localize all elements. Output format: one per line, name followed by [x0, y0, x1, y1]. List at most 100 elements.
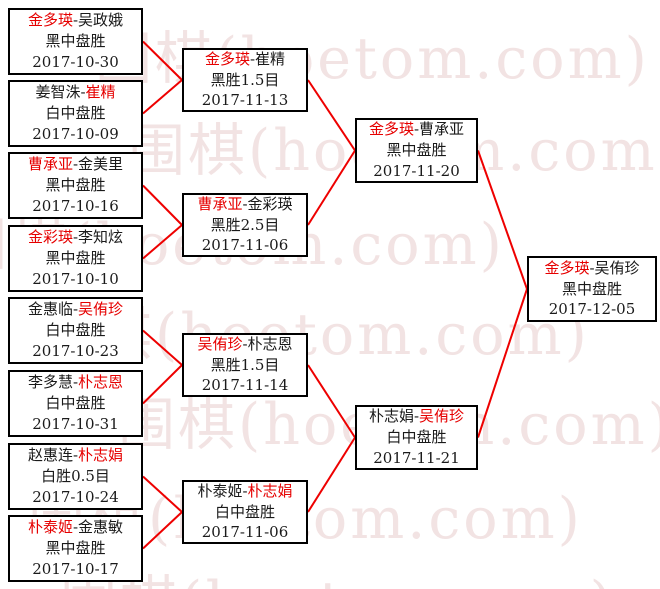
- players-separator: -: [72, 518, 79, 537]
- player1-name: 赵惠连: [27, 446, 73, 465]
- player1-name: 金惠临: [27, 300, 73, 319]
- match-result: 白中盘胜: [45, 394, 106, 413]
- players-separator: -: [249, 49, 256, 68]
- players-separator: -: [72, 300, 79, 319]
- match-players: 金多瑛-吴侑珍: [544, 258, 639, 279]
- match-result: 黑中盘胜: [45, 176, 106, 195]
- match-result: 白中盘胜: [45, 321, 106, 340]
- match-box-r1-4: 金彩瑛-李知炫 黑中盘胜 2017-10-10: [8, 225, 143, 292]
- match-date: 2017-10-24: [32, 487, 119, 506]
- match-date: 2017-10-10: [32, 269, 119, 288]
- match-players: 赵惠连-朴志娟: [28, 445, 123, 466]
- player1-name: 金多瑛: [204, 49, 250, 68]
- player1-name: 李多慧: [27, 373, 73, 392]
- match-players: 曹承亚-金彩瑛: [197, 194, 292, 215]
- player2-name: 吴政娥: [78, 11, 124, 30]
- match-date: 2017-10-09: [32, 124, 119, 143]
- match-box-r2-3: 吴侑珍-朴志恩 黑胜1.5目 2017-11-14: [182, 333, 308, 397]
- watermark-text: 围棋(hoetom.com): [60, 572, 615, 589]
- players-separator: -: [242, 481, 248, 500]
- match-players: 李多慧-朴志恩: [28, 372, 123, 393]
- match-result: 黑胜1.5目: [210, 70, 280, 89]
- match-players: 曹承亚-金美里: [28, 154, 123, 175]
- match-result: 黑中盘胜: [45, 539, 106, 558]
- match-date: 2017-11-14: [201, 376, 289, 395]
- match-result: 黑中盘胜: [45, 249, 106, 268]
- player2-name: 李知炫: [78, 228, 124, 247]
- player2-name: 金惠敏: [78, 518, 124, 537]
- match-result: 黑中盘胜: [45, 32, 106, 51]
- match-box-r1-8: 朴泰姬-金惠敏 黑中盘胜 2017-10-17: [8, 515, 143, 582]
- player1-name: 曹承亚: [197, 194, 243, 213]
- player1-name: 曹承亚: [27, 155, 73, 174]
- match-box-r1-7: 赵惠连-朴志娟 白胜0.5目 2017-10-24: [8, 443, 143, 510]
- match-date: 2017-10-17: [32, 559, 119, 578]
- match-box-r1-2: 姜智洙-崔精 白中盘胜 2017-10-09: [8, 80, 143, 147]
- match-players: 金彩瑛-李知炫: [28, 227, 123, 248]
- match-date: 2017-11-20: [373, 161, 460, 180]
- match-box-r1-6: 李多慧-朴志恩 白中盘胜 2017-10-31: [8, 370, 143, 437]
- match-result: 黑中盘胜: [386, 141, 447, 160]
- players-separator: -: [413, 407, 420, 426]
- match-result: 白中盘胜: [214, 502, 275, 521]
- match-box-r1-1: 金多瑛-吴政娥 黑中盘胜 2017-10-30: [8, 8, 143, 75]
- players-separator: -: [242, 194, 248, 213]
- player2-name: 吴侑珍: [78, 300, 124, 319]
- player1-name: 吴侑珍: [197, 334, 243, 353]
- match-players: 金多瑛-曹承亚: [369, 119, 464, 140]
- player2-name: 崔精: [85, 83, 116, 102]
- player1-name: 金彩瑛: [27, 228, 73, 247]
- match-players: 吴侑珍-朴志恩: [197, 334, 292, 355]
- player2-name: 金彩瑛: [247, 194, 293, 213]
- match-result: 黑胜1.5目: [210, 355, 280, 374]
- match-box-sf-1: 金多瑛-曹承亚 黑中盘胜 2017-11-20: [355, 118, 478, 183]
- player2-name: 朴志恩: [78, 373, 124, 392]
- match-box-r2-1: 金多瑛-崔精 黑胜1.5目 2017-11-13: [182, 48, 308, 112]
- player2-name: 朴志娟: [247, 481, 293, 500]
- match-players: 金惠临-吴侑珍: [28, 299, 123, 320]
- match-players: 姜智洙-崔精: [35, 82, 115, 103]
- players-separator: -: [413, 120, 420, 139]
- player2-name: 朴志恩: [247, 334, 293, 353]
- match-date: 2017-11-06: [201, 523, 289, 542]
- player1-name: 朴泰姬: [197, 481, 243, 500]
- match-date: 2017-12-05: [548, 300, 636, 319]
- players-separator: -: [242, 334, 248, 353]
- match-result: 黑胜2.5目: [210, 215, 280, 234]
- match-result: 白中盘胜: [45, 104, 106, 123]
- player2-name: 曹承亚: [419, 120, 465, 139]
- match-players: 朴泰姬-金惠敏: [28, 517, 123, 538]
- player1-name: 朴志娟: [368, 407, 414, 426]
- match-date: 2017-10-23: [32, 341, 119, 360]
- players-separator: -: [72, 155, 79, 174]
- match-players: 金多瑛-崔精: [205, 49, 285, 70]
- match-box-sf-2: 朴志娟-吴侑珍 白中盘胜 2017-11-21: [355, 405, 478, 470]
- player1-name: 金多瑛: [27, 11, 73, 30]
- match-date: 2017-11-13: [201, 91, 289, 110]
- players-separator: -: [72, 11, 79, 30]
- match-box-r2-2: 曹承亚-金彩瑛 黑胜2.5目 2017-11-06: [182, 193, 308, 257]
- player2-name: 吴侑珍: [419, 407, 465, 426]
- match-result: 黑中盘胜: [561, 279, 622, 298]
- players-separator: -: [72, 373, 79, 392]
- match-players: 朴志娟-吴侑珍: [369, 406, 464, 427]
- player1-name: 姜智洙: [35, 83, 81, 102]
- player2-name: 崔精: [255, 49, 286, 68]
- match-date: 2017-10-30: [32, 52, 119, 71]
- match-box-final: 金多瑛-吴侑珍 黑中盘胜 2017-12-05: [527, 256, 657, 322]
- player2-name: 朴志娟: [78, 446, 124, 465]
- match-date: 2017-10-16: [32, 196, 119, 215]
- match-result: 白胜0.5目: [41, 467, 110, 486]
- players-separator: -: [72, 446, 79, 465]
- match-players: 金多瑛-吴政娥: [28, 10, 123, 31]
- player1-name: 金多瑛: [544, 258, 590, 277]
- match-date: 2017-11-06: [201, 236, 289, 255]
- player1-name: 朴泰姬: [27, 518, 73, 537]
- players-separator: -: [72, 228, 79, 247]
- match-box-r1-3: 曹承亚-金美里 黑中盘胜 2017-10-16: [8, 152, 143, 219]
- match-box-r1-5: 金惠临-吴侑珍 白中盘胜 2017-10-23: [8, 297, 143, 364]
- match-box-r2-4: 朴泰姬-朴志娟 白中盘胜 2017-11-06: [182, 480, 308, 544]
- match-date: 2017-11-21: [373, 448, 460, 467]
